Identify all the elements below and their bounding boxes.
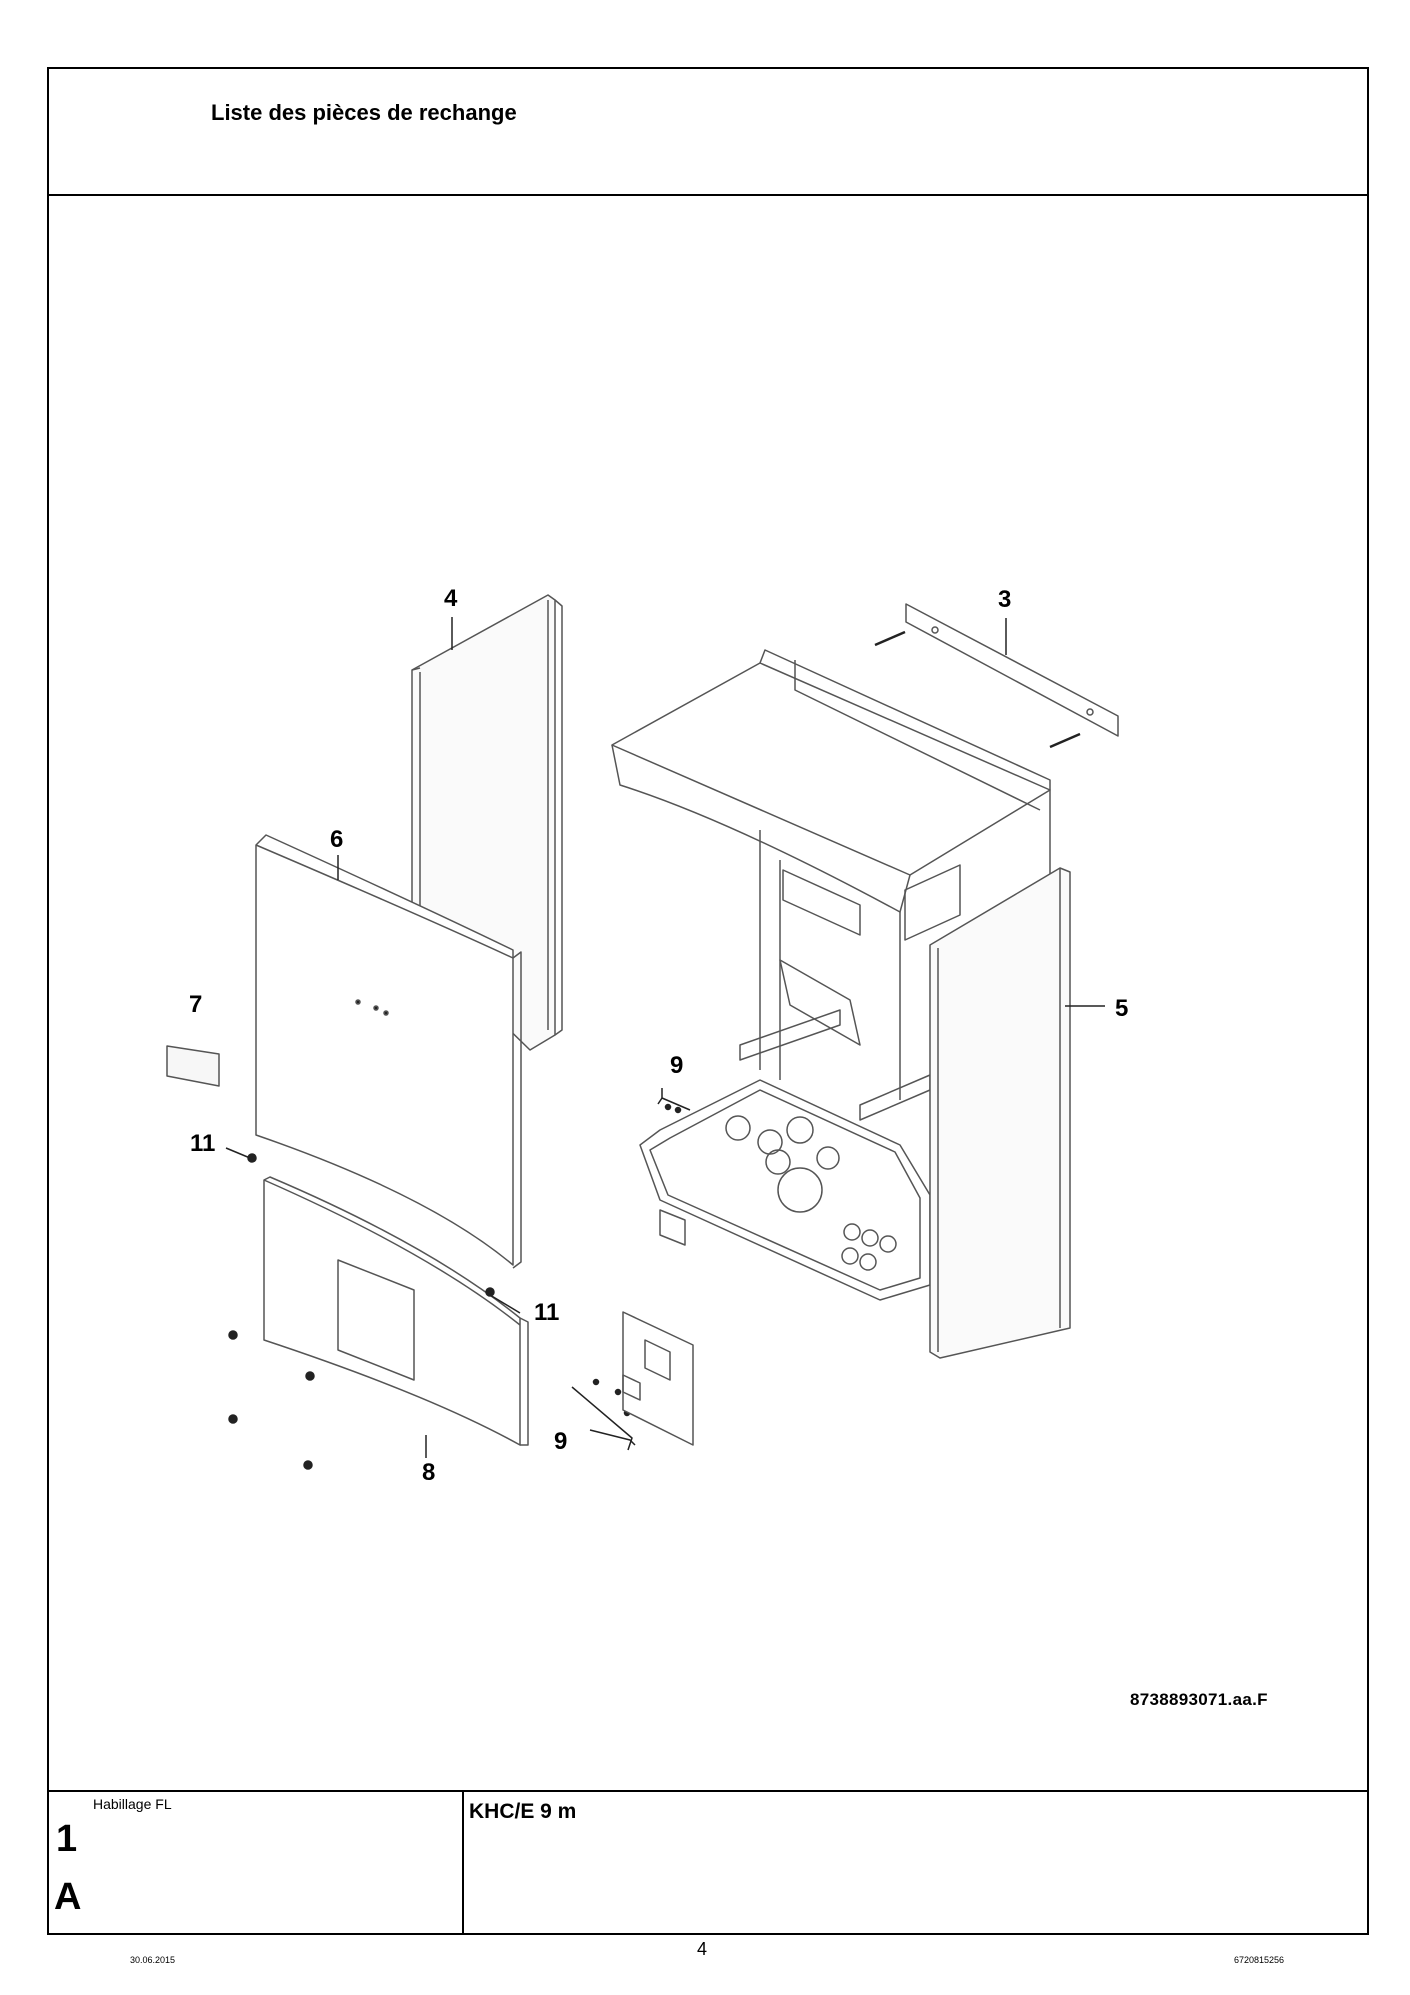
screws (228, 1103, 682, 1470)
part-7-label (166, 1045, 220, 1087)
page-number: 4 (697, 1939, 708, 1959)
callout-8: 8 (422, 1459, 435, 1486)
header-divider (47, 194, 1369, 196)
section-label: Habillage FL (93, 1796, 172, 1812)
title-block-vertical-divider (462, 1790, 464, 1935)
section-letter: A (54, 1876, 82, 1918)
callout-5: 5 (1115, 995, 1128, 1022)
main-chassis (611, 649, 1051, 1301)
part-6-front-panel (255, 834, 522, 1269)
callout-9-upper: 9 (670, 1052, 683, 1079)
callout-11-left: 11 (190, 1130, 215, 1157)
leader-lines (225, 617, 1105, 1458)
drawing-id: 8738893071.aa.F (1130, 1690, 1268, 1709)
callout-9-lower: 9 (554, 1428, 567, 1455)
page-title: Liste des pièces de rechange (211, 100, 517, 125)
part-8-lower-front-panel (263, 1176, 529, 1446)
footer-doc-number: 6720815256 (1234, 1955, 1285, 1965)
callout-3: 3 (998, 586, 1011, 613)
footer-date: 30.06.2015 (130, 1955, 176, 1965)
callout-4: 4 (444, 585, 458, 612)
callout-6: 6 (330, 826, 343, 853)
page-frame (47, 67, 1369, 1935)
part-5-side-panel (929, 867, 1071, 1359)
callout-11-right: 11 (534, 1299, 559, 1326)
callout-7: 7 (189, 991, 202, 1018)
part-9-mounting-bracket (622, 1311, 694, 1446)
model-name: KHC/E 9 m (469, 1800, 577, 1823)
section-number: 1 (56, 1818, 78, 1860)
part-3-wall-bar (874, 603, 1119, 749)
title-block-top-divider (47, 1790, 1369, 1792)
